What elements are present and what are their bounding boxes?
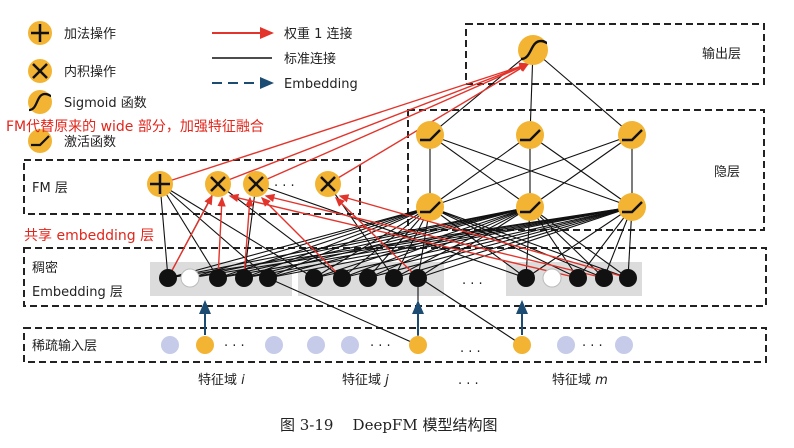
sigmoid-icon: [28, 90, 52, 114]
sparse-input-nodes: [161, 336, 633, 354]
hidden-node: [516, 193, 544, 221]
legend-weight1-label: 权重 1 连接: [284, 26, 353, 42]
legend-normal-label: 标准连接: [284, 51, 336, 67]
fm-annotation: FM代替原来的 wide 部分，加强特征融合: [6, 119, 264, 135]
hidden-node: [618, 193, 646, 221]
sparse-layer-label: 稀疏输入层: [32, 338, 97, 354]
sparse-ellipsis-j: · · ·: [370, 339, 391, 354]
fm-ellipsis: · · ·: [274, 179, 295, 194]
add-op-icon: [28, 21, 52, 45]
hidden-node: [416, 193, 444, 221]
output-sigmoid-node: [518, 35, 548, 65]
sparse-ellipsis-mid: · · ·: [460, 345, 481, 360]
fm-inner-product-node: [205, 171, 231, 197]
dense-embedding-layer-box: [23, 247, 767, 307]
output-layer-box: [465, 23, 765, 85]
fm-inner-product-node: [315, 171, 341, 197]
fm-inner-product-node: [243, 171, 269, 197]
hidden-layer-box: [407, 109, 765, 231]
embedding-nodes: [159, 268, 637, 288]
legend-add-op-label: 加法操作: [64, 26, 116, 42]
standard-connections: [159, 49, 633, 346]
hidden-node: [618, 121, 646, 149]
weight1-connections: [159, 62, 629, 279]
sparse-ellipsis-m: · · ·: [582, 339, 603, 354]
embedding-arrows: [199, 300, 528, 335]
field-label-i: 特征域 i: [198, 373, 245, 388]
fm-layer-box: [23, 159, 361, 215]
legend-inner-product-label: 内积操作: [64, 64, 116, 80]
hidden-node: [516, 121, 544, 149]
fm-add-node: [147, 171, 173, 197]
output-layer-label: 输出层: [702, 46, 741, 62]
inner-product-icon: [28, 59, 52, 83]
legend-sigmoid-label: Sigmoid 函数: [64, 96, 147, 111]
figure-caption: 图 3-19 DeepFM 模型结构图: [280, 416, 497, 434]
hidden-node: [416, 121, 444, 149]
legend: 加法操作 内积操作 Sigmoid 函数 激活函数 权重 1 连接 标准连接 E: [28, 21, 358, 153]
field-label-j: 特征域 j: [342, 373, 389, 388]
hidden-layer-label: 隐层: [714, 165, 740, 180]
fm-layer-label: FM 层: [32, 181, 68, 196]
dense-layer-label-line2: Embedding 层: [32, 285, 123, 300]
shared-embedding-annotation: 共享 embedding 层: [24, 227, 154, 244]
legend-activation-label: 激活函数: [64, 135, 116, 150]
legend-embedding-label: Embedding: [284, 77, 358, 92]
dense-layer-label-line1: 稠密: [32, 260, 58, 276]
embedding-ellipsis: · · ·: [462, 277, 483, 292]
sparse-input-layer-box: [23, 327, 767, 363]
sparse-ellipsis-i: · · ·: [224, 339, 245, 354]
activation-icon: [28, 129, 52, 153]
field-label-m: 特征域 m: [552, 373, 608, 388]
field-ellipsis: · · ·: [458, 377, 479, 392]
